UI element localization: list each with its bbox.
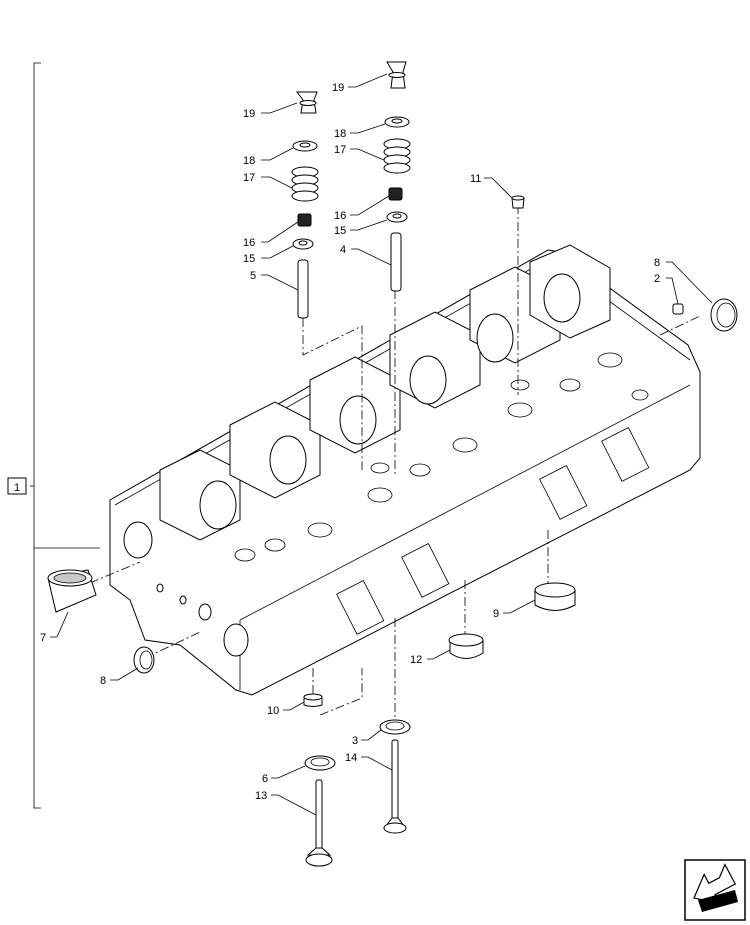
plug-11 xyxy=(511,195,525,209)
spring-retainer-right xyxy=(384,116,410,128)
callout-19-right: 19 xyxy=(332,82,344,94)
callout-16-right: 16 xyxy=(334,210,346,222)
leader-lines xyxy=(50,73,713,816)
callout-9: 9 xyxy=(493,608,499,620)
cup-plug-12 xyxy=(448,633,484,659)
spring-seat-right xyxy=(386,211,408,223)
callout-18-right: 18 xyxy=(334,128,346,140)
group-label-text: 1 xyxy=(14,482,20,494)
callout-3: 3 xyxy=(352,735,358,747)
valve-spring-left xyxy=(291,166,319,202)
callout-10: 10 xyxy=(267,705,279,717)
valve-seat-3 xyxy=(379,719,411,735)
valve-collet-right xyxy=(386,61,407,89)
cup-plug-9 xyxy=(534,582,576,611)
exhaust-valve-14 xyxy=(383,739,407,834)
valve-collet-left xyxy=(296,91,318,114)
callout-18-left: 18 xyxy=(243,155,255,167)
callout-15-left: 15 xyxy=(243,253,255,265)
screw-2 xyxy=(672,303,684,315)
callout-11: 11 xyxy=(470,173,481,185)
valve-guide-right xyxy=(390,232,402,292)
callout-5: 5 xyxy=(250,270,256,282)
callout-19-left: 19 xyxy=(243,108,255,120)
spring-seat-left xyxy=(292,238,314,250)
seat-insert-10 xyxy=(303,693,323,707)
callout-4: 4 xyxy=(340,244,346,256)
callout-14: 14 xyxy=(345,752,357,764)
valve-guide-left xyxy=(297,259,309,319)
callout-13: 13 xyxy=(255,790,267,802)
cylinder-head xyxy=(109,244,701,696)
valve-stem-seal-right xyxy=(388,187,403,201)
spring-retainer-left xyxy=(292,140,318,152)
expansion-plug-7 xyxy=(47,569,97,613)
assembly-axes xyxy=(89,205,701,720)
callout-17-right: 17 xyxy=(334,144,346,156)
callout-12: 12 xyxy=(410,654,422,666)
valve-stem-seal-left xyxy=(297,213,312,227)
callout-6: 6 xyxy=(262,773,268,785)
assembly-bracket xyxy=(30,62,100,809)
valve-seat-6 xyxy=(304,755,336,771)
callout-16-left: 16 xyxy=(243,237,255,249)
next-page-arrow-icon[interactable] xyxy=(684,859,746,921)
callout-labels: 19 19 18 18 17 17 16 16 15 15 5 4 11 8 2… xyxy=(40,82,660,802)
callout-8-left: 8 xyxy=(100,675,106,687)
expansion-plug-8-right xyxy=(710,298,738,332)
callout-8-right: 8 xyxy=(654,257,660,269)
callout-2: 2 xyxy=(654,273,660,285)
valve-spring-right xyxy=(383,138,411,174)
expansion-plug-8-left xyxy=(133,646,155,674)
group-label-box[interactable]: 1 xyxy=(7,477,27,495)
callout-17-left: 17 xyxy=(243,172,255,184)
callout-7: 7 xyxy=(40,632,46,644)
intake-valve-13 xyxy=(305,779,333,867)
callout-15-right: 15 xyxy=(334,225,346,237)
